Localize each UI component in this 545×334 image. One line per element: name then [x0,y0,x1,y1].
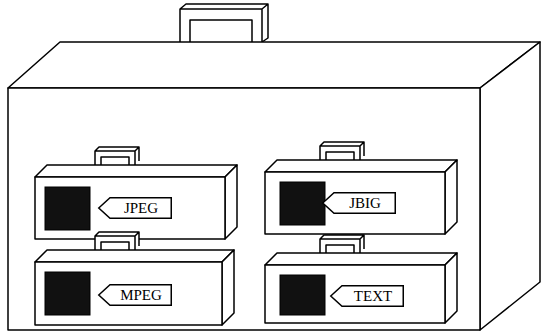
case-top [265,160,457,172]
format-label: MPEG [108,288,162,303]
case-front [35,262,222,325]
case-top [35,165,237,177]
format-label: TEXT [342,289,392,304]
case-handle [95,232,139,250]
case-handle [95,147,139,165]
case-front [35,177,225,239]
dark-window [45,187,90,230]
tag-shape [323,193,396,214]
big-case-top [8,42,540,88]
case-side [445,253,457,323]
case-front [265,265,445,323]
format-label: JPEG [112,201,158,216]
big-case-front [8,88,480,330]
format-label: JBIG [337,196,381,211]
tag-shape [99,198,172,219]
case-handle [320,142,364,160]
big-handle [180,4,268,42]
label-tag: JBIG [322,192,396,214]
dark-window [45,272,90,315]
label-tag: JPEG [98,197,172,219]
dark-window [280,182,325,225]
case-side [445,160,457,234]
case-top [265,253,457,265]
case-handle [320,235,364,253]
dark-window [280,275,325,315]
case-top [35,250,234,262]
case-side [222,250,234,325]
case-side [225,165,237,239]
tag-shape [99,285,172,306]
case-front [265,172,445,234]
label-tag: TEXT [330,285,404,307]
big-case-side [480,42,540,330]
tag-shape [331,286,404,307]
label-tag: MPEG [98,284,172,306]
